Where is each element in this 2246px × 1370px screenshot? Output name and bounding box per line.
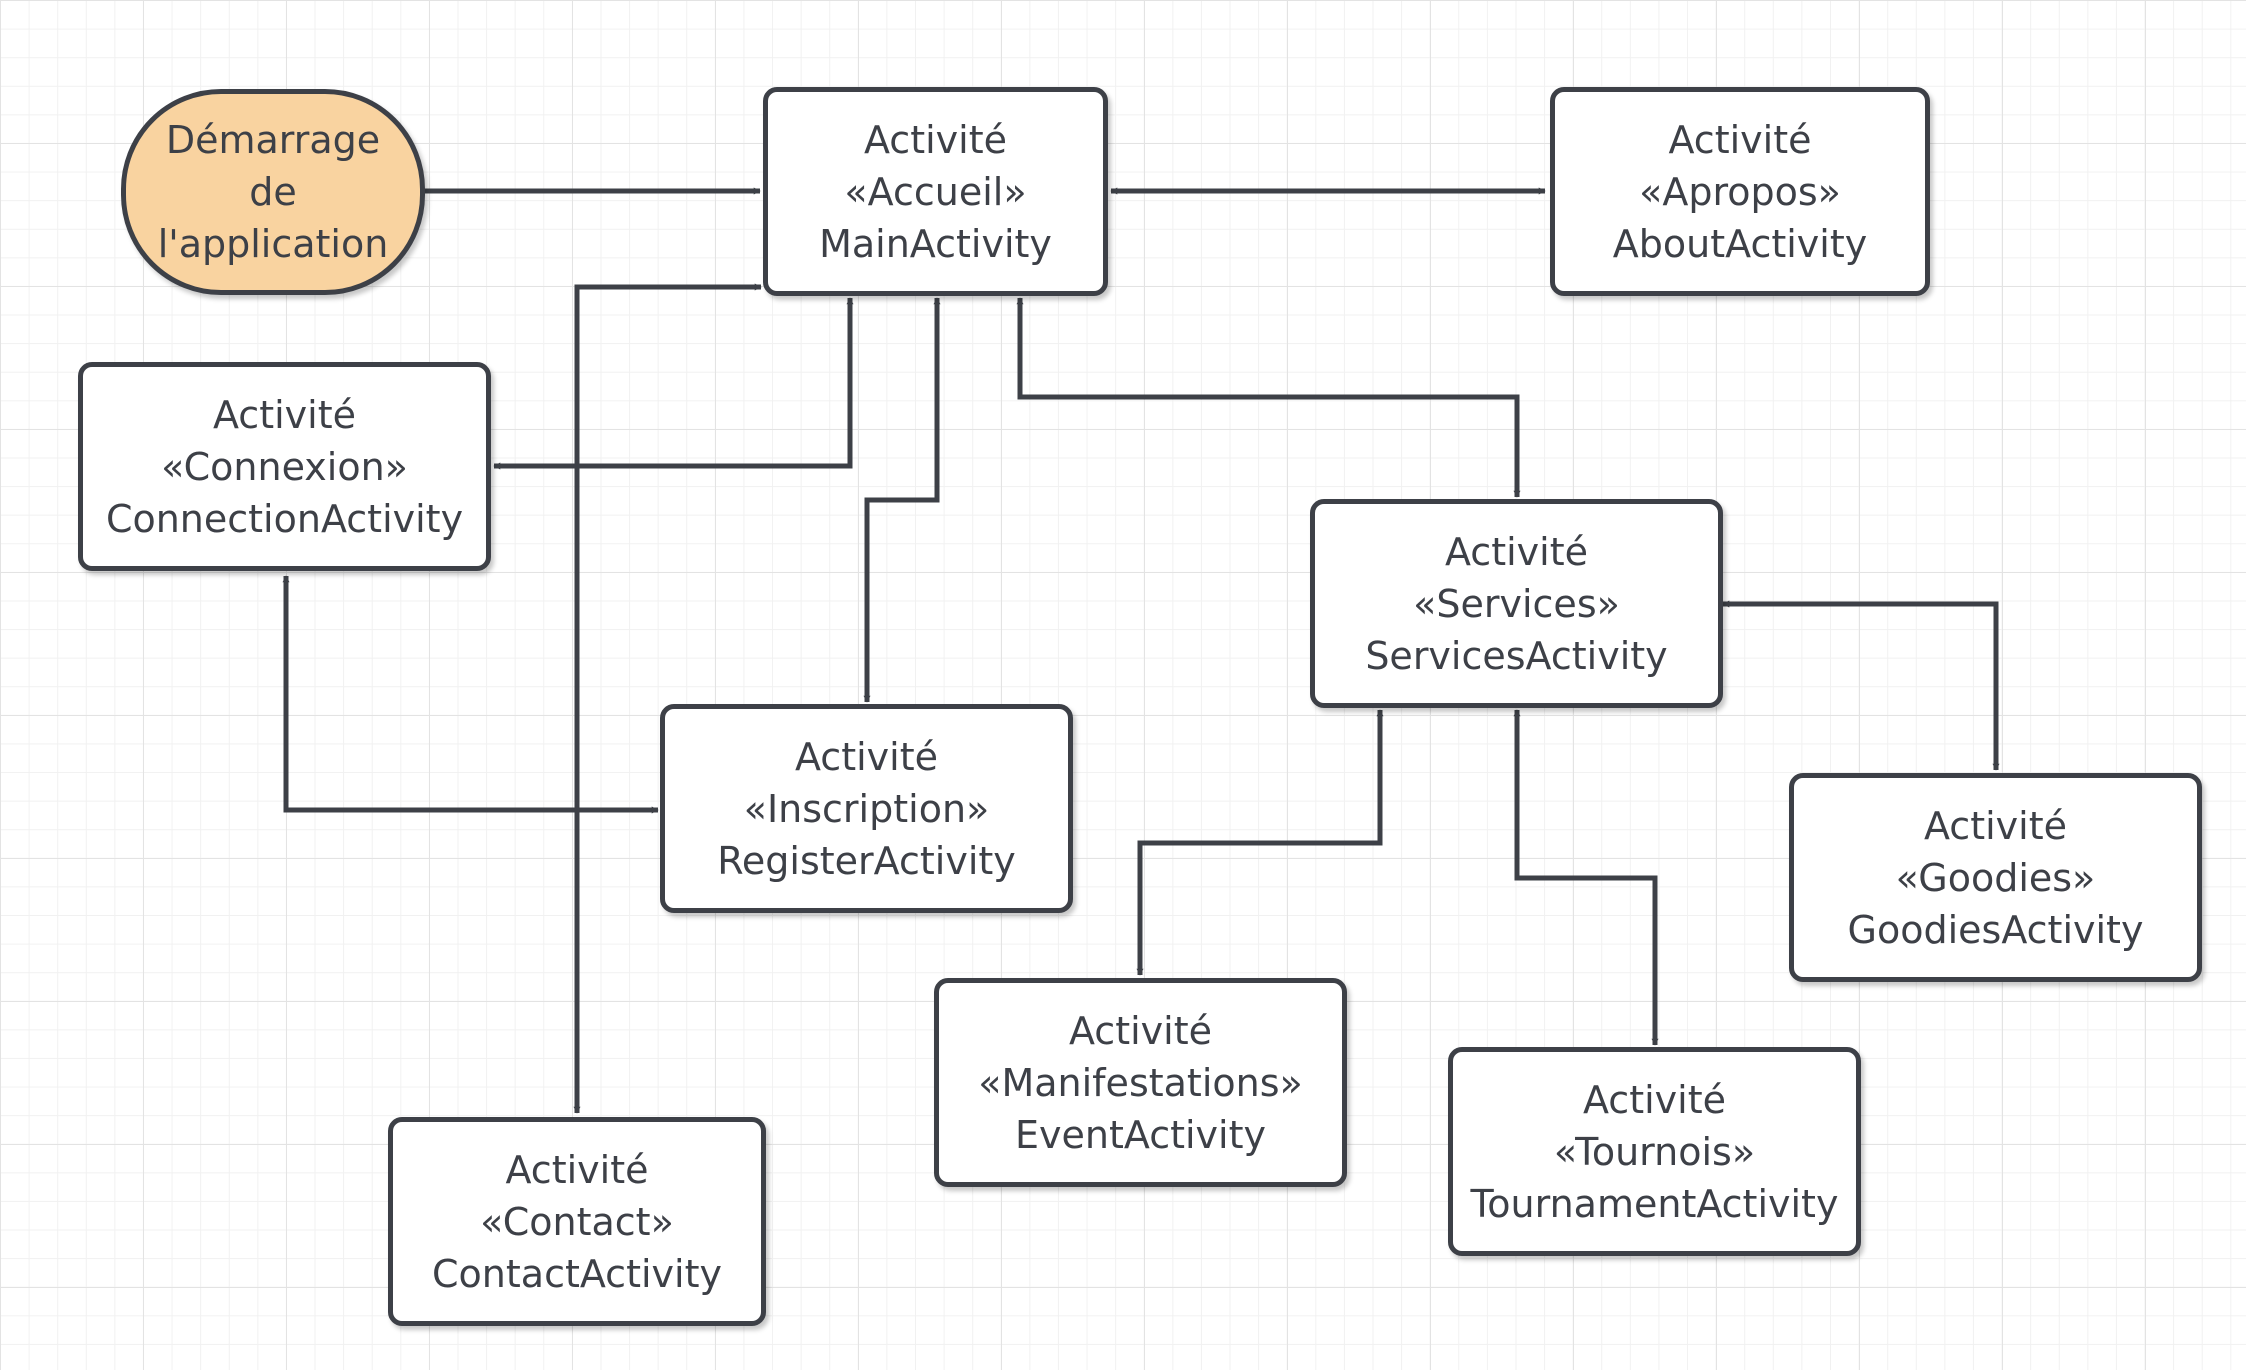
node-inscription-line-3: RegisterActivity xyxy=(717,838,1016,883)
edge-services-tournois xyxy=(1513,709,1659,1046)
node-accueil-line-2: «Accueil» xyxy=(844,169,1027,214)
node-services: Activité «Services» ServicesActivity xyxy=(1310,499,1723,708)
node-goodies-line-1: Activité xyxy=(1923,803,2067,848)
edge-accueil-inscription xyxy=(863,297,941,703)
node-apropos-line-3: AboutActivity xyxy=(1612,221,1868,266)
node-goodies-line-2: «Goodies» xyxy=(1895,855,2096,900)
edge-services-goodies xyxy=(1722,600,2000,771)
node-accueil-line-1: Activité xyxy=(863,117,1007,162)
edge-connexion-inscription xyxy=(282,575,659,814)
node-contact-line-1: Activité xyxy=(505,1147,649,1192)
node-accueil: Activité «Accueil» MainActivity xyxy=(763,87,1108,296)
edge-accueil-connexion xyxy=(493,297,854,470)
node-goodies-line-3: GoodiesActivity xyxy=(1847,907,2144,952)
node-connexion-line-3: ConnectionActivity xyxy=(105,496,464,541)
node-accueil-line-3: MainActivity xyxy=(819,221,1052,266)
node-apropos-line-1: Activité xyxy=(1668,117,1812,162)
node-tournois-line-2: «Tournois» xyxy=(1553,1129,1756,1174)
node-services-line-1: Activité xyxy=(1444,529,1588,574)
node-connexion-line-2: «Connexion» xyxy=(161,444,408,489)
node-contact-line-2: «Contact» xyxy=(480,1199,674,1244)
node-manifestations-line-3: EventActivity xyxy=(1015,1112,1266,1157)
node-inscription-line-2: «Inscription» xyxy=(743,786,990,831)
node-apropos: Activité «Apropos» AboutActivity xyxy=(1550,87,1930,296)
node-goodies: Activité «Goodies» GoodiesActivity xyxy=(1789,773,2202,982)
node-start-line-2: de xyxy=(249,170,297,214)
node-start: Démarrage de l'application xyxy=(121,89,425,295)
edge-accueil-contact xyxy=(573,283,762,1114)
node-start-line-3: l'application xyxy=(157,222,389,266)
edge-accueil-services xyxy=(1016,297,1521,498)
node-inscription: Activité «Inscription» RegisterActivity xyxy=(660,704,1073,913)
node-tournois: Activité «Tournois» TournamentActivity xyxy=(1448,1047,1861,1256)
node-contact-line-3: ContactActivity xyxy=(432,1251,722,1296)
node-connexion-line-1: Activité xyxy=(212,392,356,437)
node-apropos-line-2: «Apropos» xyxy=(1639,169,1841,214)
node-manifestations: Activité «Manifestations» EventActivity xyxy=(934,978,1347,1187)
node-services-line-2: «Services» xyxy=(1413,581,1620,626)
node-connexion: Activité «Connexion» ConnectionActivity xyxy=(78,362,491,571)
node-manifestations-line-2: «Manifestations» xyxy=(978,1060,1303,1105)
node-tournois-line-3: TournamentActivity xyxy=(1470,1181,1839,1226)
node-tournois-line-1: Activité xyxy=(1582,1077,1726,1122)
node-services-line-3: ServicesActivity xyxy=(1365,633,1668,678)
node-start-line-1: Démarrage xyxy=(165,118,381,162)
node-inscription-line-1: Activité xyxy=(794,734,938,779)
node-manifestations-line-1: Activité xyxy=(1068,1008,1212,1053)
node-contact: Activité «Contact» ContactActivity xyxy=(388,1117,766,1326)
edge-services-manifestations xyxy=(1136,709,1384,976)
